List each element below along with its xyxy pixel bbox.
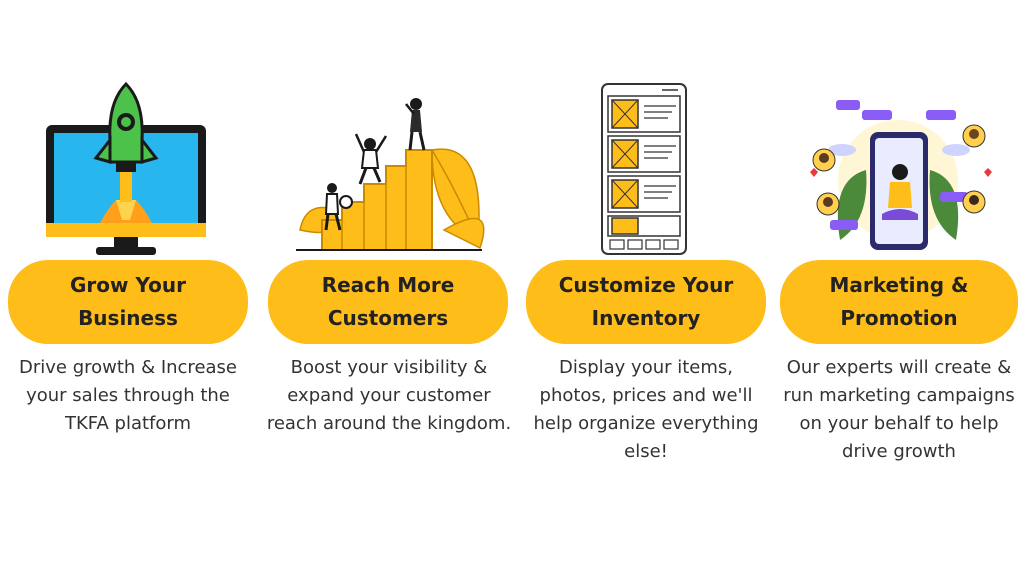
rocket-monitor-icon bbox=[0, 80, 256, 255]
feature-card-reach-customers: Reach More Customers Boost your visibili… bbox=[256, 0, 522, 576]
feature-card-marketing-promotion: Marketing & Promotion Our experts will c… bbox=[770, 0, 1024, 576]
card-title-pill: Reach More Customers bbox=[268, 260, 508, 344]
card-title-pill: Marketing & Promotion bbox=[780, 260, 1018, 344]
social-media-phone-icon bbox=[770, 80, 1024, 255]
mobile-wireframe-icon bbox=[522, 80, 770, 255]
card-title-pill: Grow Your Business bbox=[8, 260, 248, 344]
card-description: Boost your visibility & expand your cust… bbox=[266, 357, 512, 434]
card-title-pill: Customize Your Inventory bbox=[526, 260, 766, 344]
card-description: Our experts will create & run marketing … bbox=[783, 357, 1015, 462]
climbing-stairs-icon bbox=[256, 80, 522, 255]
card-description: Display your items, photos, prices and w… bbox=[533, 357, 759, 462]
card-description: Drive growth & Increase your sales throu… bbox=[19, 357, 237, 434]
feature-card-grow-business: Grow Your Business Drive growth & Increa… bbox=[0, 0, 256, 576]
feature-card-customize-inventory: Customize Your Inventory Display your it… bbox=[522, 0, 770, 576]
